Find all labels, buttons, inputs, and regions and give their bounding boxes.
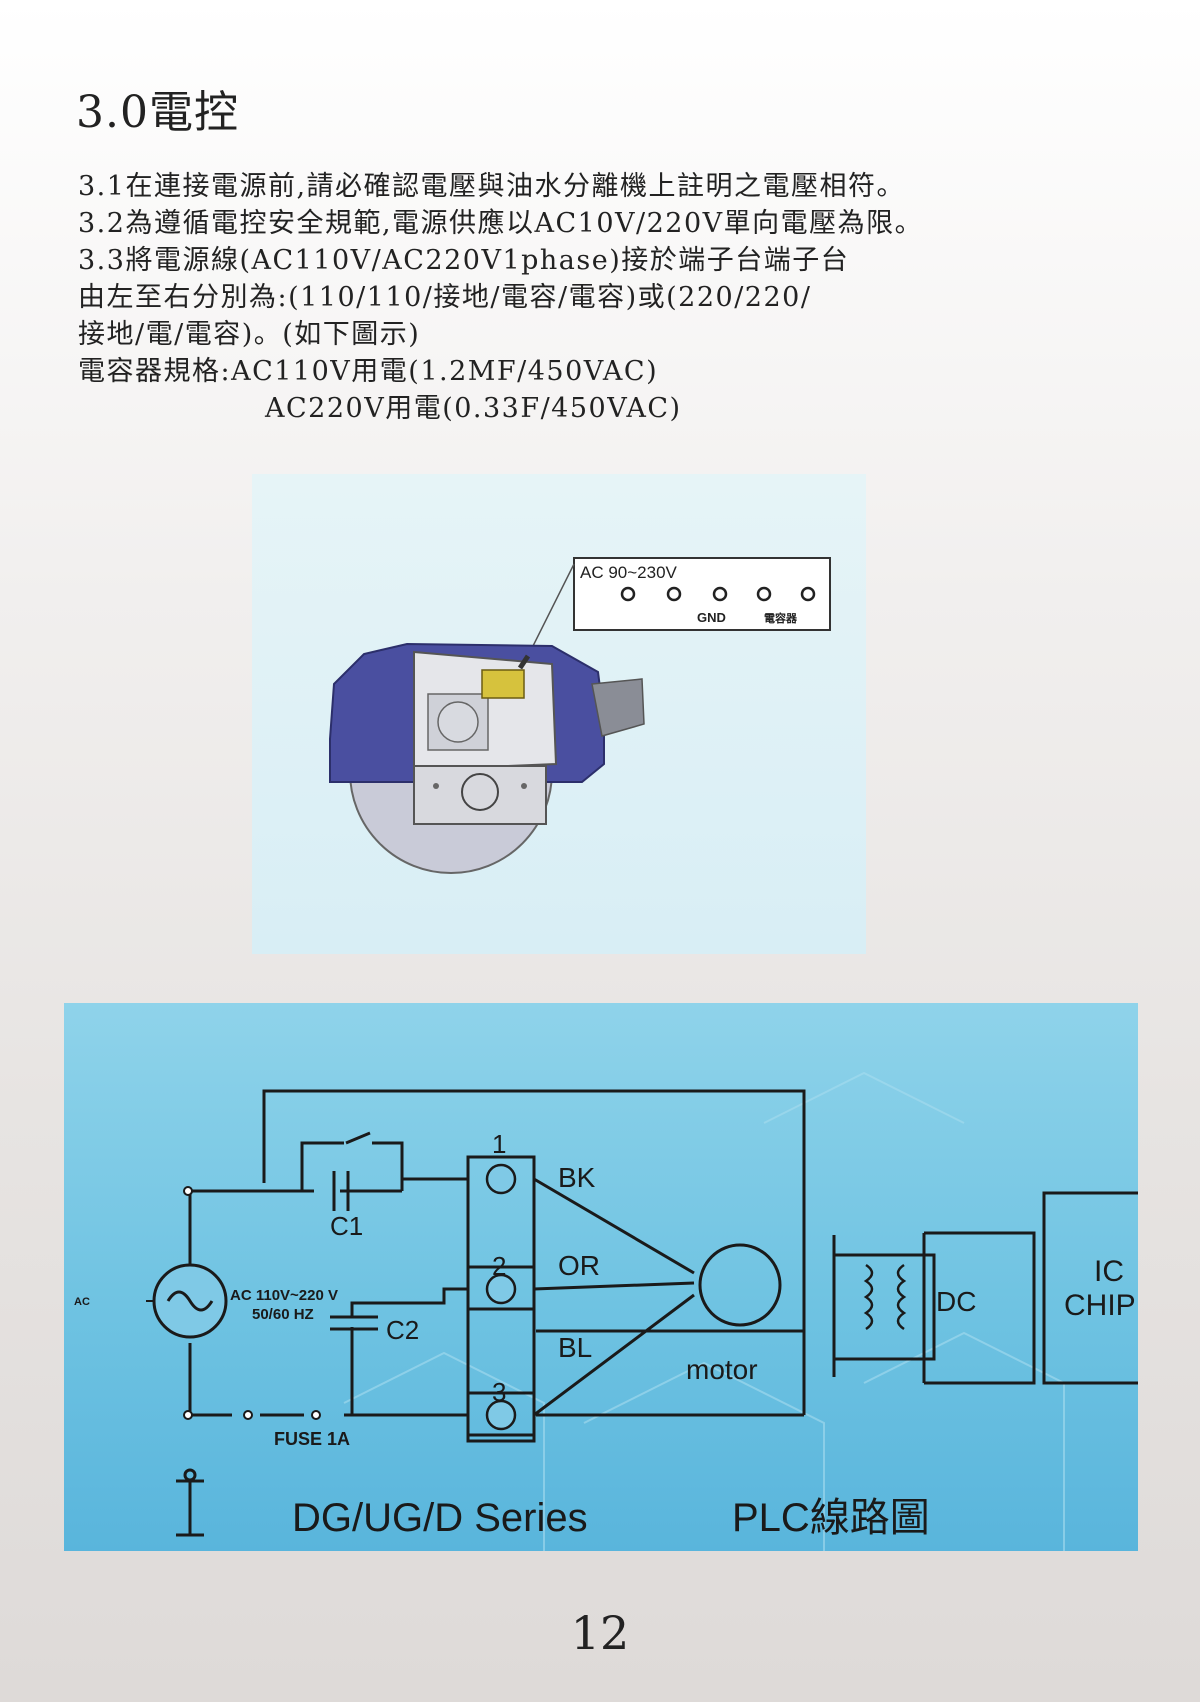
text-line: AC220V用電(0.33F/450VAC) (265, 393, 682, 424)
machine-illustration: AC 90~230V GND 電容器 (252, 474, 866, 954)
text-line: 3.2為遵循電控安全規範,電源供應以AC10V/220V單向電壓為限。 (78, 208, 924, 239)
junction-dots (183, 1186, 321, 1420)
plc-wiring-diagram: AC AC 110V~220 V 50/60 HZ C1 C2 1 2 3 BK… (64, 1003, 1138, 1551)
text-line: 3.3將電源線(AC110V/AC220V1phase)接於端子台端子台 (78, 245, 850, 276)
ac-tag: AC (74, 1296, 90, 1308)
chip-label: CHIP (1064, 1289, 1136, 1322)
dc-label: DC (936, 1286, 976, 1317)
terminal-callout-box (573, 557, 831, 631)
gnd-label: GND (697, 610, 726, 625)
machine-spout (591, 678, 645, 737)
body-text: 3.1在連接電源前,請必確認電壓與油水分離機上註明之電壓相符。 3.2為遵循電控… (78, 168, 923, 427)
ground-symbol (176, 1468, 204, 1537)
ac-source-label-1: AC 110V~220 V (230, 1287, 338, 1304)
terminal-circles (485, 1163, 517, 1431)
text-line: 由左至右分別為:(110/110/接地/電容/電容)或(220/220/ (78, 282, 812, 313)
series-label: DG/UG/D Series (292, 1496, 588, 1540)
bl-label: BL (558, 1332, 592, 1363)
terminal-2-label: 2 (492, 1251, 506, 1281)
text-line: 接地/電/電容)。(如下圖示) (78, 319, 421, 350)
section-heading: 3.0電控 (76, 87, 239, 138)
transformer-coils (863, 1263, 907, 1331)
terminal-3-label: 3 (492, 1377, 506, 1407)
terminal-holes (620, 586, 816, 602)
page-number: 12 (570, 1606, 630, 1660)
ac-source-label-2: 50/60 HZ (252, 1306, 314, 1323)
terminal-1-label: 1 (492, 1129, 506, 1159)
ic-label: IC (1094, 1255, 1124, 1288)
or-label: OR (558, 1250, 600, 1281)
c1-label: C1 (330, 1211, 363, 1241)
fuse-label: FUSE 1A (274, 1429, 350, 1449)
motor-label: motor (686, 1354, 758, 1385)
bk-label: BK (558, 1162, 596, 1193)
c2-label: C2 (386, 1315, 419, 1345)
callout-leader (527, 563, 575, 657)
capacitor-label: 電容器 (764, 611, 798, 625)
mount-plate (413, 765, 547, 825)
terminal-voltage-label: AC 90~230V (580, 563, 678, 582)
wiring (188, 1089, 1138, 1443)
plc-label: PLC線路圖 (732, 1496, 930, 1540)
text-line: 電容器規格:AC110V用電(1.2MF/450VAC) (78, 356, 659, 387)
text-line: 3.1在連接電源前,請必確認電壓與油水分離機上註明之電壓相符。 (78, 171, 906, 202)
terminal-block (481, 669, 525, 699)
